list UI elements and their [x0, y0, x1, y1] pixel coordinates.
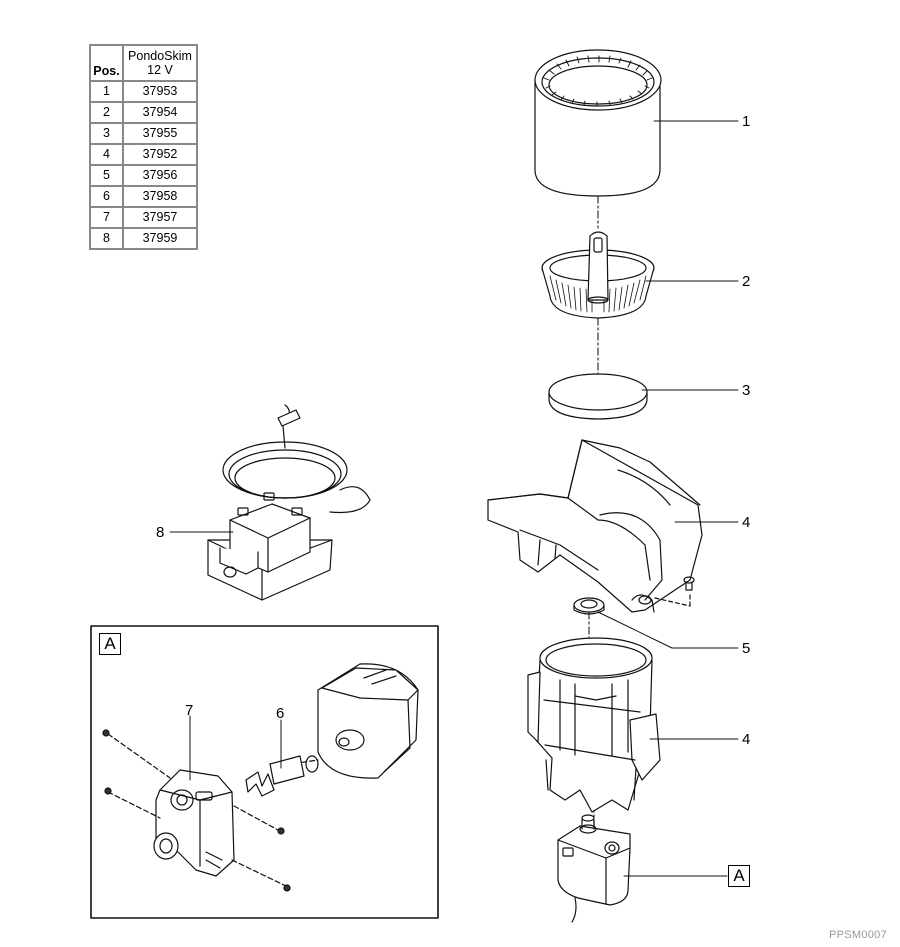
- detail-screws-drawing: [102, 729, 291, 892]
- header-product-name: PondoSkim: [128, 49, 192, 63]
- row-pos: 3: [89, 122, 124, 145]
- row-pos: 6: [89, 185, 124, 208]
- row-article: 37958: [122, 185, 198, 208]
- row-pos: 7: [89, 206, 124, 229]
- detail-ref-label: A: [728, 865, 750, 887]
- callout-1: 1: [742, 113, 751, 130]
- header-product-voltage: 12 V: [147, 63, 173, 77]
- row-article: 37957: [122, 206, 198, 229]
- skimmer-housing-drawing: [487, 439, 703, 613]
- callout-6: 6: [276, 705, 285, 722]
- filter-cylinder-drawing: [534, 49, 662, 197]
- pump-unit-drawing: [557, 814, 631, 923]
- pump-cover-drawing: [153, 769, 235, 877]
- row-pos: 1: [89, 80, 124, 103]
- row-article: 37953: [122, 80, 198, 103]
- impeller-drawing: [245, 755, 319, 797]
- callout-8: 8: [156, 524, 165, 541]
- detail-box-frame: [90, 625, 439, 919]
- drawing-code: PPSM0007: [828, 929, 887, 941]
- transformer-drawing: [207, 404, 371, 601]
- seal-ring-drawing: [573, 597, 605, 615]
- detail-box-label: A: [99, 633, 121, 655]
- pump-motor-drawing: [317, 663, 419, 779]
- header-product: PondoSkim 12 V: [122, 44, 198, 82]
- header-pos: Pos.: [89, 44, 124, 82]
- callout-4-lower: 4: [742, 731, 751, 748]
- table-header-row: Pos. PondoSkim 12 V: [89, 44, 198, 82]
- callout-3: 3: [742, 382, 751, 399]
- pump-housing-drawing: [527, 637, 661, 813]
- row-pos: 8: [89, 227, 124, 250]
- callout-5: 5: [742, 640, 751, 657]
- row-article: 37952: [122, 143, 198, 166]
- callout-7: 7: [185, 702, 194, 719]
- row-article: 37959: [122, 227, 198, 250]
- callout-4-upper: 4: [742, 514, 751, 531]
- row-pos: 5: [89, 164, 124, 187]
- row-article: 37956: [122, 164, 198, 187]
- callout-2: 2: [742, 273, 751, 290]
- leader-lines: [169, 120, 739, 877]
- screw-drawing: [654, 576, 695, 607]
- filter-disc-drawing: [548, 373, 648, 420]
- row-pos: 2: [89, 101, 124, 124]
- row-pos: 4: [89, 143, 124, 166]
- row-article: 37955: [122, 122, 198, 145]
- row-article: 37954: [122, 101, 198, 124]
- filter-basket-drawing: [541, 231, 655, 319]
